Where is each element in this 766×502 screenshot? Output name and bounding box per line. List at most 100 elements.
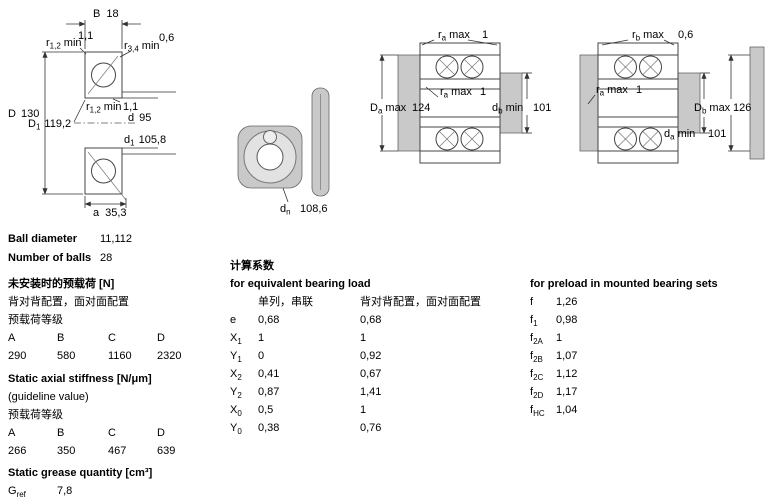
preload-factor-value: 1,26	[556, 296, 578, 308]
dim-r12-top-value: 1,1	[78, 30, 93, 42]
dim-r12-mid-value: 1,1	[123, 101, 138, 113]
preload-col-header: C	[108, 332, 116, 344]
preload-section-title: 未安装时的预载荷 [N]	[8, 278, 115, 290]
stiffness-section-title: Static axial stiffness [N/μm]	[8, 373, 152, 385]
dim-da-lines	[700, 72, 710, 134]
bore	[256, 143, 284, 171]
dim-r34-value: 0,6	[159, 32, 174, 44]
factor-value-single: 0,5	[258, 404, 274, 416]
dim-ra-value: 1	[636, 84, 642, 96]
leader-D1	[73, 99, 86, 123]
dim-d-lines	[122, 91, 176, 155]
stiffness-value: 350	[57, 445, 76, 457]
dim-Da-value: 124	[412, 102, 430, 114]
preload-factor-symbol: fHC	[530, 404, 545, 419]
preload-factor-symbol: f2B	[530, 350, 543, 365]
factor-value-paired: 1	[360, 404, 367, 416]
dim-a-lines	[84, 196, 127, 208]
factors-col2-header: 背对背配置，面对面配置	[360, 296, 481, 308]
factor-symbol: X0	[230, 404, 242, 419]
dim-B-lines	[66, 20, 141, 49]
preload-factor-value: 1,04	[556, 404, 578, 416]
mounted-bearing-section	[597, 42, 679, 164]
stiffness-value: 639	[157, 445, 176, 457]
preload-factor-value: 0,98	[556, 314, 578, 326]
preload-factor-symbol: f	[530, 296, 534, 308]
factor-value-single: 0,68	[258, 314, 280, 326]
factor-value-paired: 0,68	[360, 314, 382, 326]
preload-col-header: D	[157, 332, 165, 344]
stiffness-col-header: D	[157, 427, 165, 439]
dim-D-lines	[42, 51, 83, 195]
factor-value-paired: 0,67	[360, 368, 382, 380]
factor-value-paired: 0,92	[360, 350, 382, 362]
factor-value-paired: 1	[360, 332, 367, 344]
factor-value-single: 0,38	[258, 422, 280, 434]
factor-value-paired: 1,41	[360, 386, 382, 398]
bearing-section-bottom	[84, 147, 127, 201]
preload-factor-symbol: f1	[530, 314, 538, 329]
leader-ra-mid	[425, 86, 439, 98]
ball-bottom	[91, 158, 116, 184]
number-of-balls-value: 28	[100, 252, 113, 264]
leader-r34	[119, 50, 132, 58]
stiffness-col-header: A	[8, 427, 16, 439]
factor-value-single: 0,87	[258, 386, 280, 398]
preload-value: 580	[57, 350, 76, 362]
preload-factor-value: 1	[556, 332, 563, 344]
factors-col1-header: 单列，串联	[258, 296, 313, 308]
factor-value-single: 1	[258, 332, 265, 344]
preload-factor-value: 1,12	[556, 368, 578, 380]
dim-dn-value: 108,6	[300, 203, 328, 215]
preload-factors-title: for preload in mounted bearing sets	[530, 278, 718, 290]
factor-symbol: X1	[230, 332, 242, 347]
stiffness-value: 266	[8, 445, 27, 457]
leader-rb-right	[663, 39, 675, 46]
preload-factor-symbol: f2D	[530, 386, 544, 401]
dim-rb-value: 0,6	[678, 29, 693, 41]
leader-ra-top-left	[421, 39, 435, 46]
stiffness-col-header: C	[108, 427, 116, 439]
stiffness-value: 467	[108, 445, 127, 457]
preload-col-header: A	[8, 332, 16, 344]
factors-title: 计算系数	[230, 260, 274, 272]
leader-dn	[282, 187, 289, 203]
leader-ra	[587, 94, 596, 105]
dim-ra-mid-value: 1	[480, 86, 486, 98]
preload-value: 2320	[157, 350, 182, 362]
dim-Da-lines	[379, 54, 398, 152]
preload-arrangement: 背对背配置，面对面配置	[8, 296, 129, 308]
preload-value: 1160	[108, 350, 132, 362]
number-of-balls-label: Number of balls	[8, 252, 92, 264]
preload-factor-symbol: f2C	[530, 368, 544, 383]
factor-value-single: 0,41	[258, 368, 280, 380]
dim-Db-lines	[728, 54, 750, 152]
factors-subtitle: for equivalent bearing load	[230, 278, 371, 290]
factor-symbol: X2	[230, 368, 242, 383]
ball	[263, 130, 277, 144]
ball-diameter-value: 11,112	[100, 233, 133, 245]
dim-db-value: 101	[533, 102, 551, 114]
leader-r12-top	[79, 47, 87, 55]
preload-class-label: 预载荷等级	[8, 314, 63, 326]
ball-diameter-label: Ball diameter	[8, 233, 78, 245]
dim-Db-value: 126	[733, 102, 751, 114]
grease-value: 7,8	[57, 485, 73, 497]
leader-r12-mid	[112, 98, 121, 103]
bearing-section-top	[84, 51, 123, 99]
